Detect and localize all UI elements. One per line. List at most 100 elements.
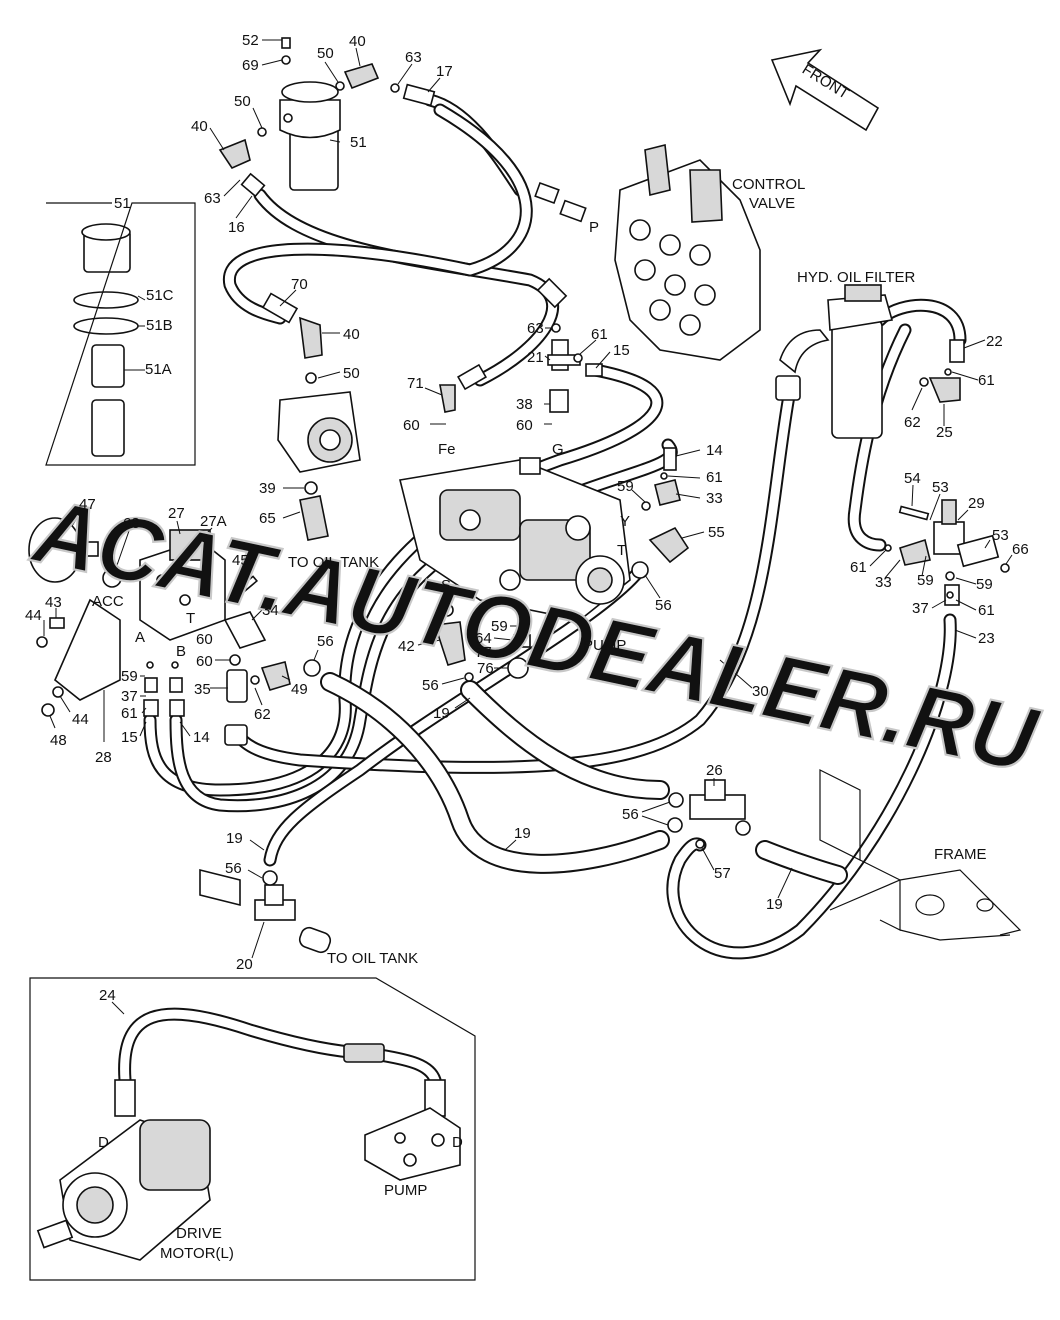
acc-label: ACC [92,593,124,610]
frame-label: FRAME [934,846,987,863]
callout-47: 47 [79,496,96,513]
callout-45: 45 [232,552,249,569]
pump-label-main: PUMP [583,637,626,654]
drive-motor [36,1079,446,1261]
callout-62: 62 [254,706,271,723]
callout-14: 14 [706,442,723,459]
inset-frame-51 [45,202,196,466]
callout-14: 14 [193,729,210,746]
part-callouts: 52 69 50 40 63 17 50 40 51 63 16 51 51C … [25,32,1029,1004]
callout-61: 61 [850,559,867,576]
callout-61: 61 [121,705,138,722]
callout-40: 40 [191,118,208,135]
callout-27: 27 [168,505,185,522]
callout-34: 34 [262,602,279,619]
callout-19: 19 [514,825,531,842]
port-a-label: A [135,629,145,646]
callout-50: 50 [317,45,334,62]
callout-24: 24 [99,987,116,1004]
callout-43: 43 [45,594,62,611]
callout-39: 39 [259,480,276,497]
callout-21: 21 [527,349,544,366]
callout-30: 30 [752,683,769,700]
control-valve-label-line1: CONTROL [732,176,805,193]
tee-fitting-26 [689,779,746,820]
callout-61: 61 [978,602,995,619]
valve-block [139,529,226,641]
callout-20: 20 [236,956,253,973]
callout-65: 65 [259,510,276,527]
callout-59: 59 [917,572,934,589]
callout-70: 70 [291,276,308,293]
suction-filter [279,81,341,191]
to-oil-tank-label-upper: TO OIL TANK [288,554,379,571]
drive-motor-label-line1: DRIVE [176,1225,222,1242]
callout-26: 26 [706,762,723,779]
port-p-label: P [589,219,599,236]
callout-19: 19 [766,896,783,913]
hydraulic-oil-filter [775,284,894,439]
callout-63: 63 [527,320,544,337]
callout-76: 76 [477,660,494,677]
callout-44: 44 [72,711,89,728]
callout-63: 63 [204,190,221,207]
port-fe-label: Fe [438,441,456,458]
callout-48: 48 [50,732,67,749]
tee-fitting-20 [254,884,296,921]
callout-59: 59 [121,668,138,685]
callout-49: 49 [291,681,308,698]
callout-56: 56 [622,806,639,823]
callout-52: 52 [242,32,259,49]
callout-59: 59 [617,478,634,495]
mounting-bracket [54,598,121,701]
callout-68: 68 [123,515,140,532]
callout-69: 69 [242,57,259,74]
port-t-label-block: T [186,610,195,627]
port-s-label: S [441,577,451,594]
port-y-label: Y [620,513,630,530]
port-b-label: B [176,643,186,660]
to-oil-tank-label-lower: TO OIL TANK [327,950,418,967]
callout-33: 33 [706,490,723,507]
callout-17: 17 [436,63,453,80]
port-t-label-pump: T [617,542,626,559]
callout-50: 50 [343,365,360,382]
callout-25: 25 [936,424,953,441]
callout-51c: 51C [146,287,174,304]
callout-60: 60 [516,417,533,434]
accumulator [28,517,99,583]
callout-51b: 51B [146,317,173,334]
callout-16: 16 [228,219,245,236]
control-valve [614,144,761,361]
callout-61: 61 [706,469,723,486]
callout-40: 40 [343,326,360,343]
drive-motor-label-line2: MOTOR(L) [160,1245,234,1262]
port-g-label: G [552,441,564,458]
port-d-label-motor: D [98,1134,109,1151]
callout-61: 61 [591,326,608,343]
hoses [118,93,967,1087]
callout-51a: 51A [145,361,172,378]
callout-66: 66 [1012,541,1029,558]
callout-15: 15 [613,342,630,359]
inset-frame-drive-motor [29,977,476,1281]
callout-23: 23 [978,630,995,647]
main-pump [399,457,631,621]
callout-19: 19 [433,705,450,722]
callout-60: 60 [196,653,213,670]
callout-42: 42 [398,638,415,655]
callout-15: 15 [121,729,138,746]
callout-77: 77 [475,644,492,661]
callout-22: 22 [986,333,1003,350]
callout-62: 62 [904,414,921,431]
callout-55: 55 [708,524,725,541]
callout-60: 60 [196,631,213,648]
callout-51: 51 [350,134,367,151]
frame [819,769,1022,941]
callout-38: 38 [516,396,533,413]
callout-44: 44 [25,607,42,624]
callout-28: 28 [95,749,112,766]
callout-19: 19 [226,830,243,847]
callout-64: 64 [475,630,492,647]
